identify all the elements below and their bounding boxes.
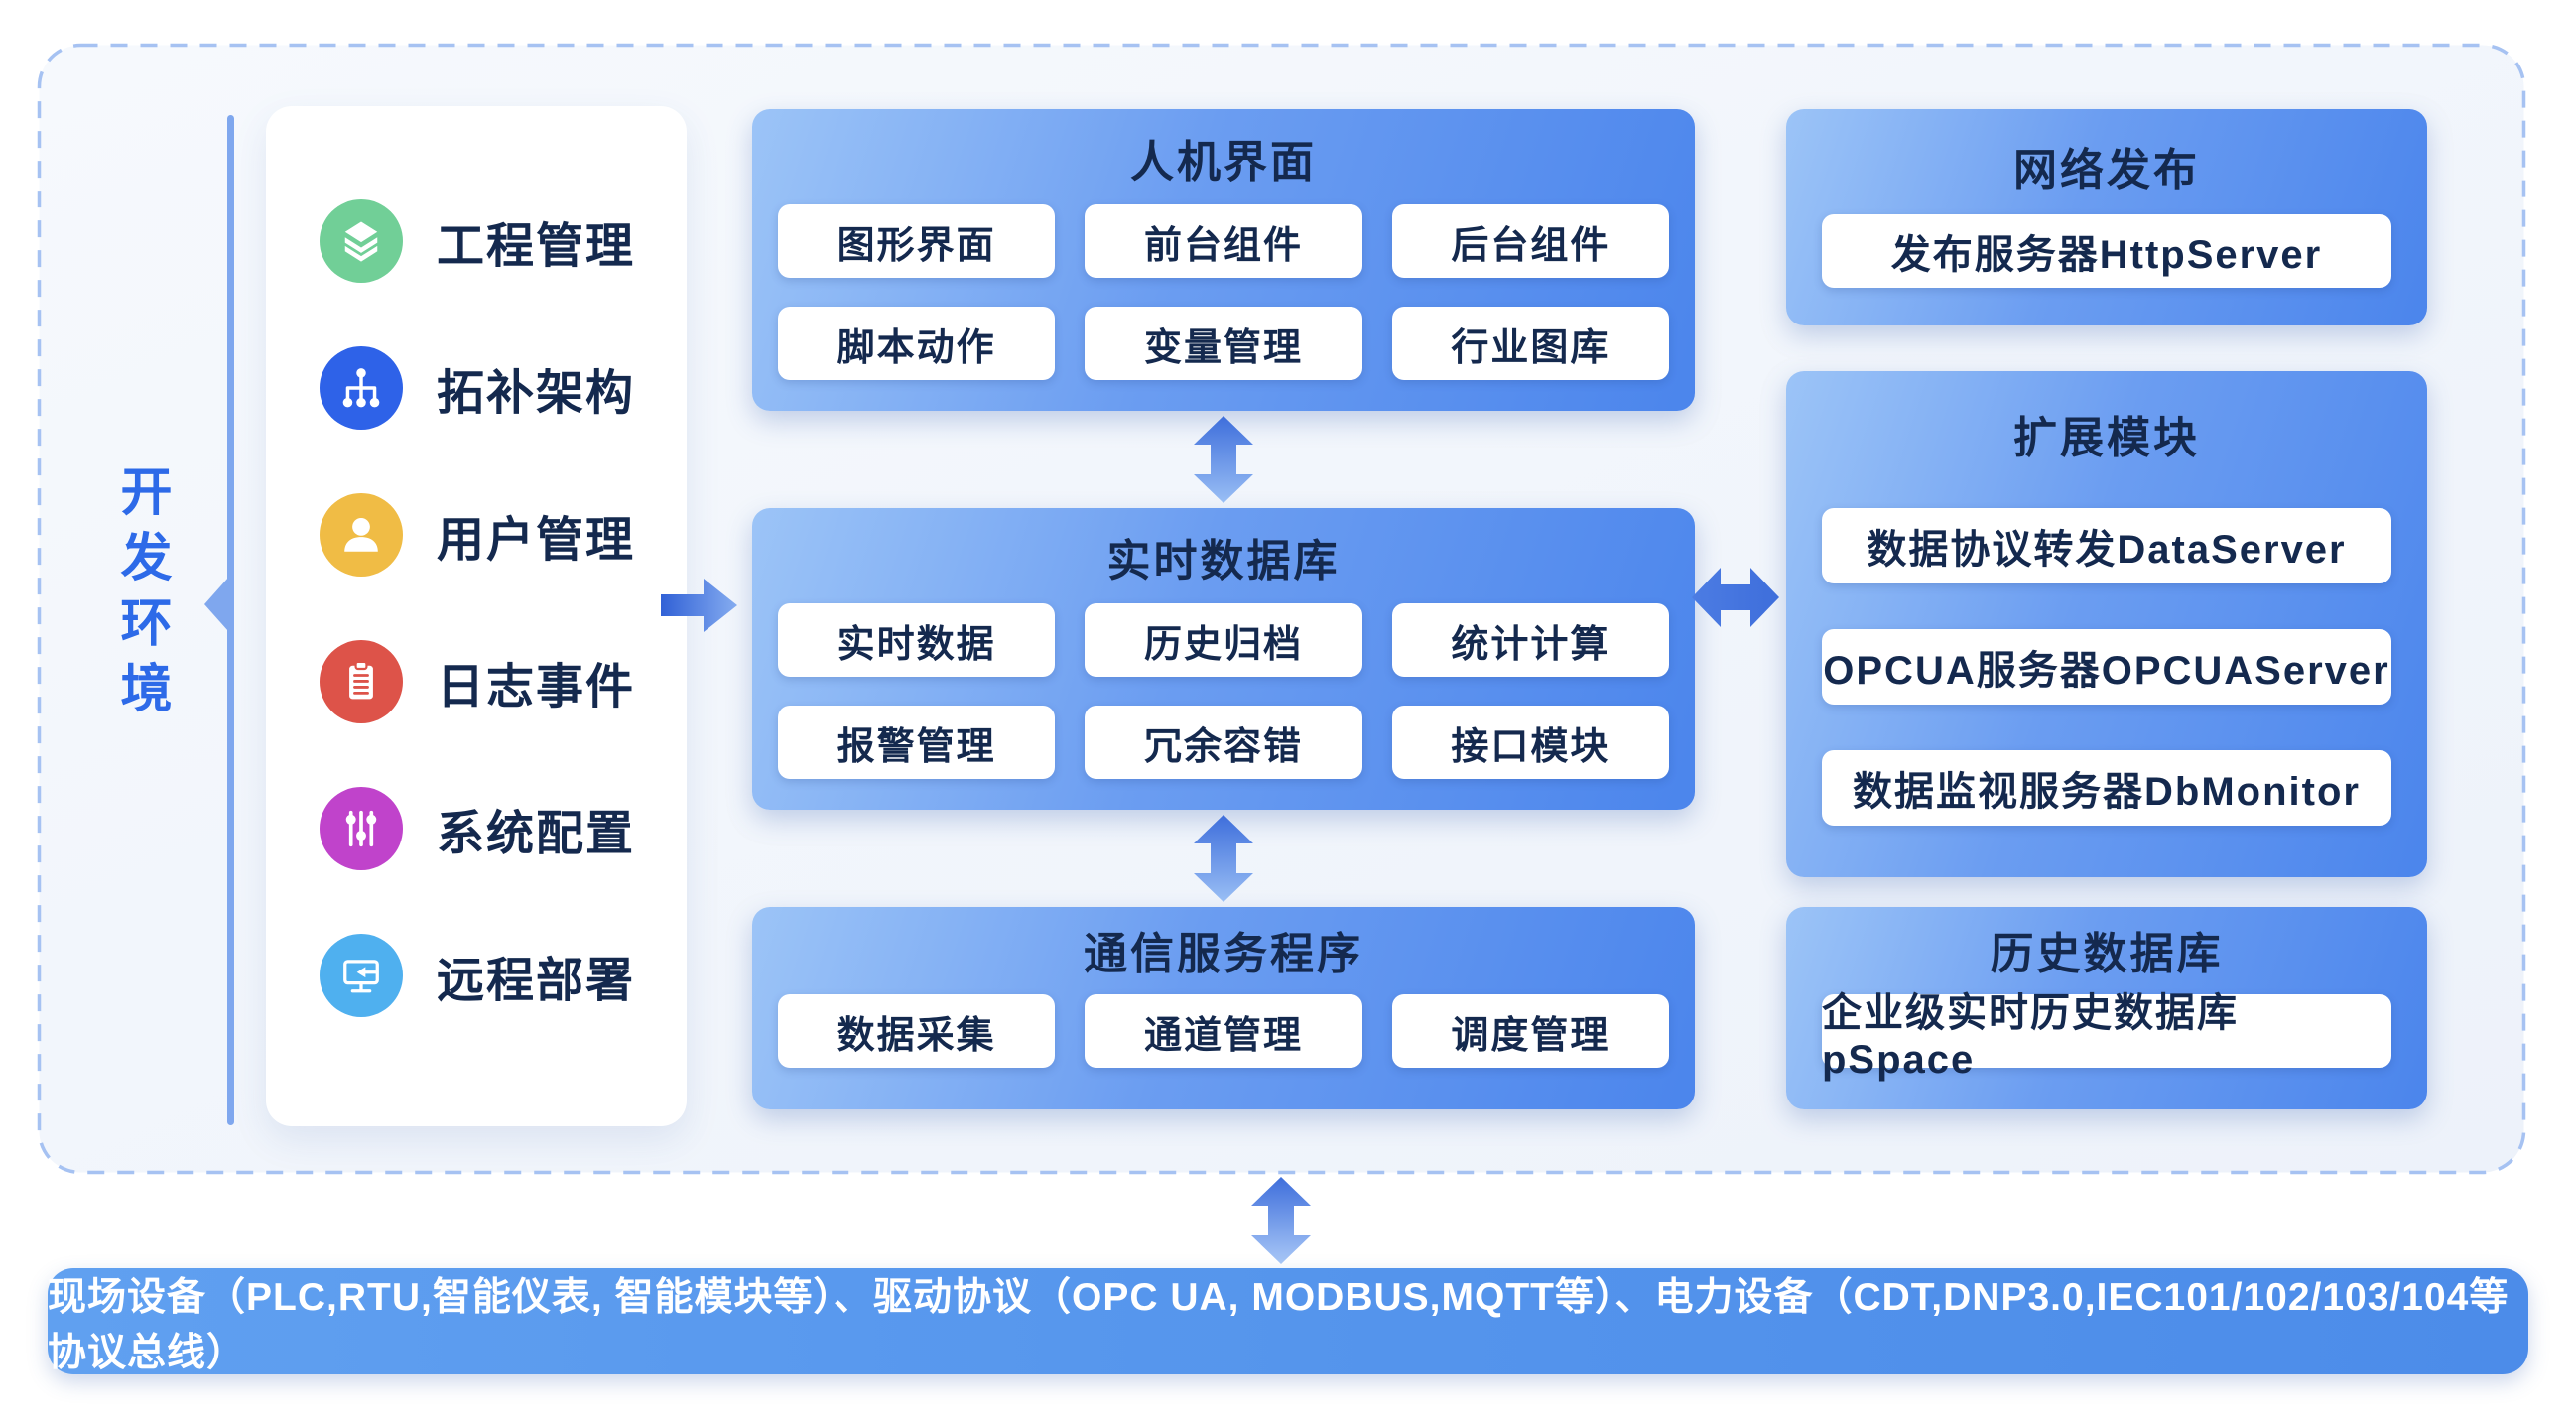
chip-front-comp: 前台组件 — [1085, 204, 1362, 278]
panel-item-label: 用户管理 — [437, 514, 636, 567]
panel-item-label: 远程部署 — [437, 955, 636, 1007]
chip-db-monitor: 数据监视服务器DbMonitor — [1822, 750, 2391, 826]
card-hmi-title: 人机界面 — [1130, 138, 1317, 187]
env-bracket-notch — [204, 578, 228, 631]
card-comm-title: 通信服务程序 — [1084, 930, 1363, 978]
card-ext-title: 扩展模块 — [2013, 414, 2200, 462]
arrow-updown-hmi-rtdb-icon — [1194, 416, 1253, 503]
card-hist-title: 历史数据库 — [1990, 930, 2224, 978]
chip-back-comp: 后台组件 — [1391, 204, 1669, 278]
layers-icon — [320, 199, 403, 283]
chip-alarm-mgmt: 报警管理 — [778, 706, 1056, 779]
log-icon — [320, 640, 403, 723]
arrow-right-panel-rtdb-icon — [661, 579, 737, 632]
chip-channel-mgmt: 通道管理 — [1085, 994, 1362, 1068]
panel-item-label: 日志事件 — [437, 661, 636, 713]
chip-dispatch-mgmt: 调度管理 — [1391, 994, 1669, 1068]
panel-item-logs: 日志事件 — [266, 608, 687, 755]
arrow-updown-rtdb-comm-icon — [1194, 815, 1253, 902]
chip-var-mgmt: 变量管理 — [1085, 307, 1362, 380]
chip-stat-calc: 统计计算 — [1391, 603, 1669, 677]
panel-item-project: 工程管理 — [266, 168, 687, 315]
chip-realtime-data: 实时数据 — [778, 603, 1056, 677]
panel-item-label: 拓补架构 — [437, 367, 636, 420]
chip-industry-lib: 行业图库 — [1391, 307, 1669, 380]
chip-http-server: 发布服务器HttpServer — [1822, 214, 2391, 288]
device-bus-text: 现场设备（PLC,RTU,智能仪表, 智能模块等）、驱动协议（OPC UA, M… — [48, 1275, 2510, 1374]
panel-item-config: 系统配置 — [266, 755, 687, 902]
card-web-title: 网络发布 — [2013, 146, 2200, 194]
arrow-leftright-rtdb-ext-icon — [1692, 568, 1779, 627]
card-extension-modules: 扩展模块 数据协议转发DataServer OPCUA服务器OPCUAServe… — [1786, 371, 2427, 877]
card-web-publish: 网络发布 发布服务器HttpServer — [1786, 109, 2427, 325]
card-history-db: 历史数据库 企业级实时历史数据库pSpace — [1786, 907, 2427, 1109]
chip-history-archive: 历史归档 — [1085, 603, 1362, 677]
dev-tools-panel: 工程管理 拓补架构 — [266, 106, 687, 1126]
card-comm-service: 通信服务程序 数据采集 通道管理 调度管理 — [752, 907, 1695, 1109]
card-realtime-db: 实时数据库 实时数据 历史归档 统计计算 报警管理 冗余容错 接口模块 — [752, 508, 1695, 810]
sliders-icon — [320, 787, 403, 870]
chip-opcua-server: OPCUA服务器OPCUAServer — [1822, 629, 2391, 705]
arrow-updown-devices-icon — [1251, 1177, 1311, 1264]
panel-item-topology: 拓补架构 — [266, 315, 687, 461]
card-rtdb-title: 实时数据库 — [1106, 537, 1341, 585]
topology-icon — [320, 346, 403, 430]
deploy-icon — [320, 934, 403, 1017]
chip-interface-module: 接口模块 — [1391, 706, 1669, 779]
chip-graphic-ui: 图形界面 — [778, 204, 1056, 278]
panel-item-label: 工程管理 — [437, 220, 636, 273]
device-bus-bar: 现场设备（PLC,RTU,智能仪表, 智能模块等）、驱动协议（OPC UA, M… — [48, 1268, 2528, 1374]
user-icon — [320, 493, 403, 577]
chip-pspace: 企业级实时历史数据库pSpace — [1822, 991, 2391, 1082]
panel-item-label: 系统配置 — [437, 808, 636, 860]
chip-script-action: 脚本动作 — [778, 307, 1056, 380]
panel-item-deploy: 远程部署 — [266, 902, 687, 1049]
card-hmi: 人机界面 图形界面 前台组件 后台组件 脚本动作 变量管理 行业图库 — [752, 109, 1695, 411]
panel-item-users: 用户管理 — [266, 461, 687, 608]
env-bracket-line — [227, 115, 234, 1125]
chip-redundancy: 冗余容错 — [1085, 706, 1362, 779]
chip-data-server: 数据协议转发DataServer — [1822, 508, 2391, 583]
env-label: 开发环境 — [112, 464, 170, 726]
chip-data-collect: 数据采集 — [778, 994, 1056, 1068]
